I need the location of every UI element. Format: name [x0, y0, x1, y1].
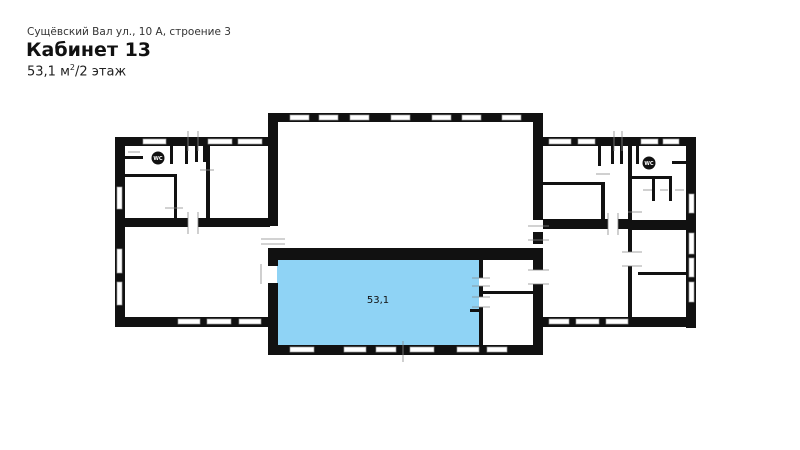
wc-markers: WC WC	[151, 151, 656, 170]
office-13-room[interactable]	[277, 260, 479, 345]
building-address: Сущёвский Вал ул., 10 А, строение 3	[27, 26, 231, 38]
walls	[115, 113, 696, 355]
wc-label: WC	[644, 161, 654, 167]
wc-icon	[151, 151, 165, 165]
area-value: 53,1 м	[27, 64, 70, 80]
floor-label: /2 этаж	[74, 64, 127, 80]
office-title: Кабинет 13	[26, 39, 152, 61]
office-13-area-label: 53,1	[367, 295, 389, 306]
area-unit-exponent: 2	[69, 63, 75, 72]
windows	[116, 114, 695, 353]
wc-label: WC	[153, 156, 163, 162]
area-floor-info: 53,1 м2/2 этаж	[27, 63, 126, 79]
wc-icon	[642, 156, 656, 170]
door-marks	[128, 131, 684, 362]
